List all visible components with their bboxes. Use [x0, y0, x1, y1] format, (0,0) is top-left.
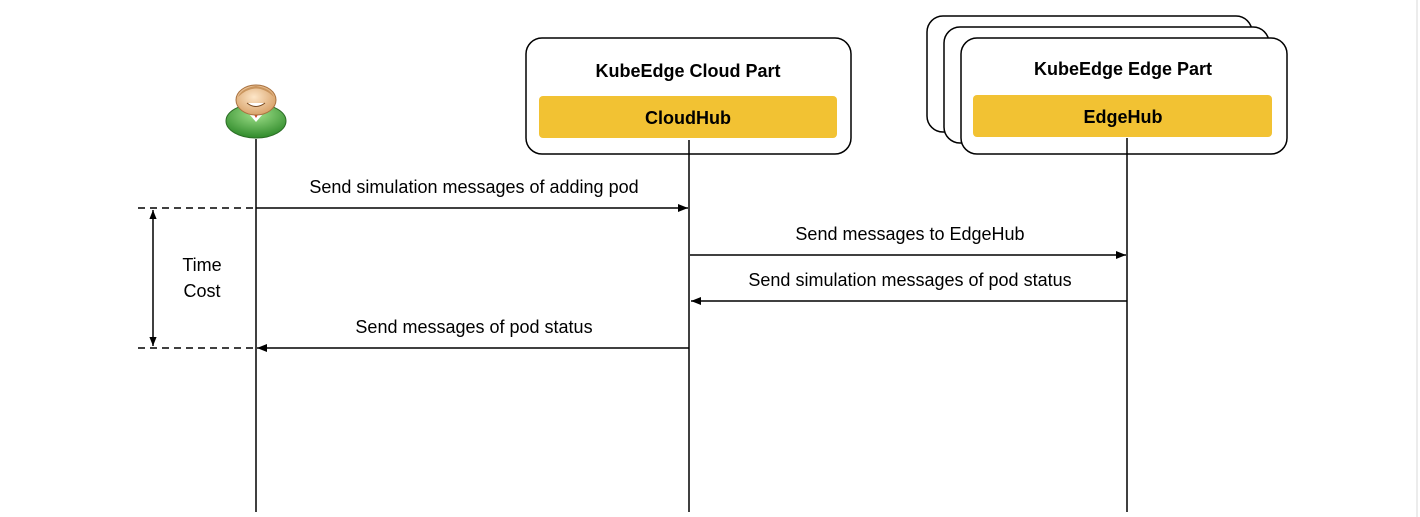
cloud-part-title: KubeEdge Cloud Part [595, 61, 780, 81]
cloudhub-component [539, 96, 837, 138]
edgehub-label: EdgeHub [1084, 107, 1163, 127]
message-to-edgehub: Send messages to EdgeHub [690, 224, 1126, 259]
message-add-pod: Send simulation messages of adding pod [256, 177, 688, 212]
message-label: Send simulation messages of adding pod [309, 177, 638, 197]
edge-part-title: KubeEdge Edge Part [1034, 59, 1212, 79]
time-cost-label-line2: Cost [183, 281, 220, 301]
time-cost-label-line1: Time [182, 255, 221, 275]
cloudhub-label: CloudHub [645, 108, 731, 128]
message-pod-status: Send messages of pod status [257, 317, 689, 352]
message-label: Send messages to EdgeHub [795, 224, 1024, 244]
cloud-part-box: KubeEdge Cloud Part CloudHub [525, 37, 852, 155]
message-label: Send simulation messages of pod status [748, 270, 1071, 290]
message-label: Send messages of pod status [355, 317, 592, 337]
message-pod-status-sim: Send simulation messages of pod status [691, 270, 1127, 305]
user-avatar-icon [225, 84, 287, 139]
edge-part-box: KubeEdge Edge Part EdgeHub [926, 15, 1288, 155]
edgehub-component [973, 95, 1272, 137]
time-cost-bracket: Time Cost [138, 207, 256, 349]
